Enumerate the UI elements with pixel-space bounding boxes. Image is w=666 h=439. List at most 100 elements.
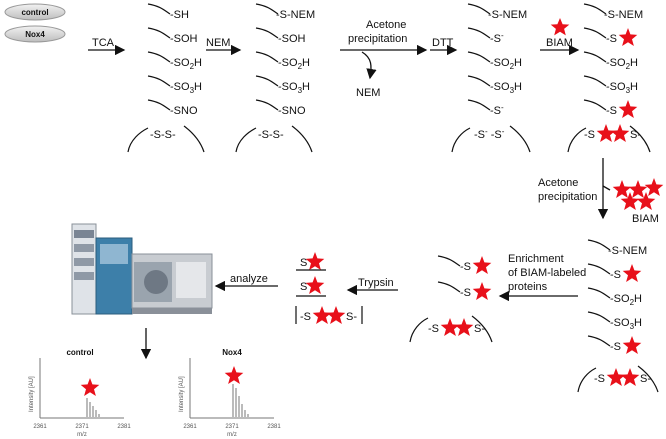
nox4-spectrum: Nox4 Intensity [AU] 2361 2371 2381 m/z [179, 348, 281, 438]
mass-spectrometer-icon [71, 223, 213, 315]
sulfonic-label: -SO3H [278, 81, 310, 95]
s-biam-label: -S [460, 261, 471, 273]
disulfide-left-strand [127, 127, 149, 153]
biam-star-icon [622, 264, 642, 282]
control-sample-disk: control [4, 3, 66, 21]
biam-removed-label: BIAM [632, 213, 659, 225]
control-label: control [21, 8, 48, 17]
tick-label: 2361 [183, 424, 197, 430]
sulfonic-label: -SO3H [490, 81, 522, 95]
peak-bar [241, 404, 243, 418]
peak-bar [95, 410, 97, 418]
tick-label: 2371 [225, 424, 239, 430]
tick-label: 2381 [117, 424, 131, 430]
sulfonic-label: -SO3H [170, 81, 202, 95]
enrichment-label-c: proteins [508, 281, 548, 293]
control-spectrum-title: control [66, 348, 93, 357]
disulfide-label: -S-S- [258, 129, 284, 141]
s-biam-label: -S [594, 373, 605, 385]
biam-star-icon [454, 318, 474, 336]
s-label: S- [474, 323, 485, 335]
disulfide-right-strand [183, 125, 205, 153]
sulfinic-label: -SO2H [610, 293, 642, 307]
peptide-s-label: S- [346, 311, 357, 323]
peak-bar [232, 384, 234, 418]
thiolate-label: -S- [490, 31, 504, 45]
biam-label: BIAM [546, 37, 573, 49]
biam-star-icon [618, 28, 638, 46]
sulfenic-label: -SOH [170, 33, 198, 45]
sulfonic-label: -SO3H [610, 317, 642, 331]
enriched-protein: -S -S -S S- [409, 255, 493, 343]
peptide-s-label: -S [300, 311, 311, 323]
biam-star-icon [620, 192, 640, 210]
biam-star-icon [606, 368, 626, 386]
sulfinic-label: -SO2H [606, 57, 638, 71]
s-biam-label: -S [610, 341, 621, 353]
peptide-s-label: S [300, 257, 307, 269]
free-thiols-label: -S- -S- [474, 127, 505, 141]
biam-removal-arrow [602, 185, 611, 191]
sulfenic-label: -SOH [278, 33, 306, 45]
acetone-precipitation-label-1: Acetone [366, 19, 406, 31]
biam-star-icon [326, 306, 346, 324]
acetone-precipitation-label-2: Acetone [538, 177, 578, 189]
sulfonic-label: -SO3H [606, 81, 638, 95]
s-nem-label: -S-NEM [604, 9, 643, 21]
s-biam-label: -S [460, 287, 471, 299]
nox4-spectrum-title: Nox4 [222, 348, 242, 357]
disulfide-label: -S-S- [150, 129, 176, 141]
biam-star-icon [618, 100, 638, 118]
thiolate-label-2: -S- [490, 103, 504, 117]
dtt-label: DTT [432, 37, 454, 49]
tca-label: TCA [92, 37, 115, 49]
biam-star-icon [472, 282, 492, 300]
biam-star-icon [622, 336, 642, 354]
nox4-sample-disk: Nox4 [4, 25, 66, 43]
y-axis-label: Intensity [AU] [179, 376, 185, 412]
peak-bar [244, 410, 246, 418]
acetone-precipitation-label-2b: precipitation [538, 191, 597, 203]
column-after-precipitation: -S-NEM -S -SO2H -SO3H -S -S S- [577, 239, 659, 393]
biam-star-icon [612, 180, 632, 198]
s-biam-label: -S [606, 33, 617, 45]
biam-star-icon [224, 366, 244, 384]
sulfinic-label: -SO2H [170, 57, 202, 71]
sulfinic-label: -SO2H [278, 57, 310, 71]
y-axis-label: Intensity [AU] [29, 376, 35, 412]
x-axis-label: m/z [227, 432, 237, 438]
thiol-label: -SH [170, 9, 189, 21]
biam-star-icon [596, 124, 616, 142]
nem-removed-label: NEM [356, 87, 380, 99]
s-label: S- [630, 129, 641, 141]
peak-bar [98, 414, 100, 418]
nox4-label: Nox4 [25, 30, 45, 39]
sulfinic-label: -SO2H [490, 57, 522, 71]
acetone-precipitation-label-1b: precipitation [348, 33, 407, 45]
s-biam-label: -S [606, 105, 617, 117]
x-axis-label: m/z [77, 432, 87, 438]
tick-label: 2361 [33, 424, 47, 430]
column-after-biam: -S-NEM -S -SO2H -SO3H -S -S S- [567, 3, 651, 153]
biam-star-icon [620, 368, 640, 386]
control-spectrum: control Intensity [AU] 2361 2371 2381 m/… [29, 348, 131, 438]
excess-biam-stars [612, 178, 664, 210]
biam-star-icon [610, 124, 630, 142]
nem-label: NEM [206, 37, 230, 49]
biam-star-icon [636, 192, 656, 210]
enrichment-label: Enrichment [508, 253, 564, 265]
peptide-s-label: S [300, 281, 307, 293]
s-biam-label: -S [428, 323, 439, 335]
peak-bar [86, 398, 88, 418]
peak-bar [89, 402, 91, 418]
tick-label: 2381 [267, 424, 281, 430]
biam-star-icon [550, 18, 570, 36]
s-biam-label: -S [610, 269, 621, 281]
biam-star-icon [305, 276, 325, 294]
s-label: S- [640, 373, 651, 385]
biam-star-icon [644, 178, 664, 196]
s-nem-label: -S-NEM [488, 9, 527, 21]
s-nem-label: -S-NEM [608, 245, 647, 257]
biam-star-icon [440, 318, 460, 336]
biam-labeled-peptides: S S -S S- [295, 252, 363, 324]
